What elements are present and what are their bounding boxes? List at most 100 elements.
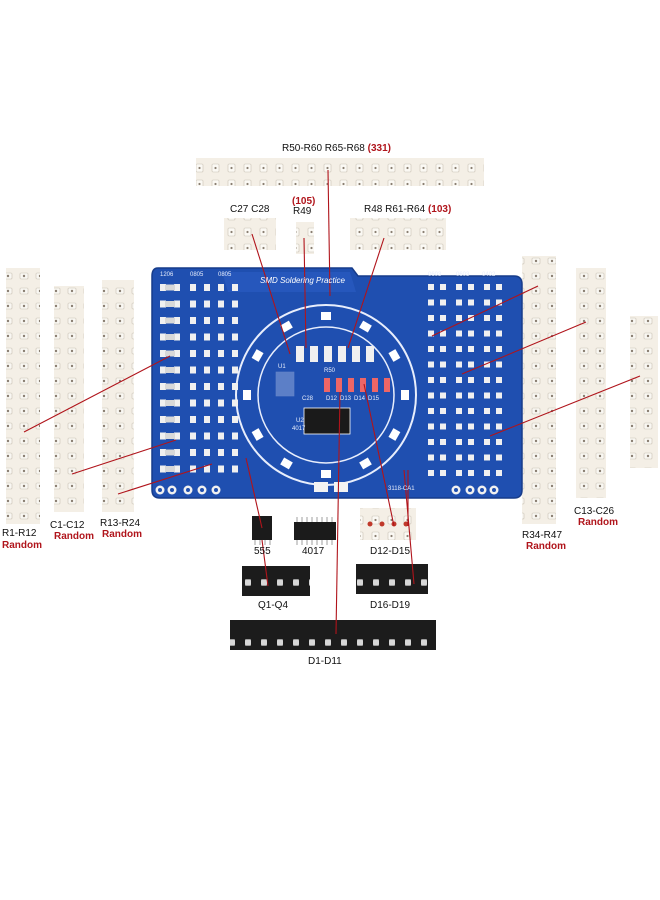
smd-pad-pair <box>428 408 446 414</box>
r13-r24-tape <box>102 280 134 512</box>
c1-c12-tape <box>54 286 84 512</box>
smd-pad-pair <box>456 330 474 337</box>
smd-pad-pair <box>484 423 502 430</box>
smd-pad-pair <box>218 416 238 423</box>
ic-pin <box>326 517 328 522</box>
pcb-c28: C28 <box>302 396 314 402</box>
top-tape-strip <box>196 158 484 186</box>
header-pin-hole <box>489 485 499 495</box>
r1-r12-tape <box>6 268 40 524</box>
smd-pad-pair <box>428 299 446 306</box>
ic-pin <box>331 517 333 522</box>
c13-c26-tape <box>576 268 606 498</box>
smd-pad-pair <box>428 377 446 383</box>
smd-pad-pair <box>190 317 210 324</box>
smd-pad-pair <box>484 330 502 337</box>
ic-pin <box>259 540 261 545</box>
center-pad <box>324 346 332 362</box>
smd-pad-pair <box>160 399 180 407</box>
pcb-board <box>151 267 523 499</box>
smd-pad-pair <box>160 449 180 456</box>
smd-pad-pair <box>456 346 474 352</box>
ic-555-label: 555 <box>254 546 271 557</box>
ic-pin <box>296 540 298 545</box>
smd-pad-pair <box>484 346 502 352</box>
ic-555-footprint <box>275 371 295 397</box>
smd-pad-pair <box>190 465 210 473</box>
center-led-pad <box>348 378 354 392</box>
smd-pad-pair <box>484 470 502 476</box>
ic-pin <box>306 517 308 522</box>
smd-pad-pair <box>218 333 238 341</box>
center-pad <box>338 346 346 362</box>
pcb-r50: R50 <box>324 368 336 374</box>
smd-pad-pair <box>484 299 502 306</box>
ic-pin <box>311 517 313 522</box>
r49-tape <box>296 222 314 254</box>
smd-pad-pair <box>190 399 210 407</box>
smd-pad-pair <box>160 350 180 357</box>
smd-pad-pair <box>428 284 446 290</box>
ic-4017-chip <box>294 517 336 545</box>
r48-tape <box>350 218 446 250</box>
ic-pin <box>296 517 298 522</box>
smd-pad-pair <box>484 408 502 414</box>
pcb-u2: U2 <box>296 418 304 424</box>
q1-q4-tape <box>242 566 310 596</box>
pcb-size-0603-b: 0603 <box>456 272 470 278</box>
ring-led-pad <box>388 428 401 441</box>
header-pin-hole <box>197 485 207 495</box>
smd-pad-pair <box>428 470 446 476</box>
smd-pad-pair <box>484 284 502 290</box>
ic-pin <box>326 540 328 545</box>
pcb-u1: U1 <box>278 364 286 370</box>
smd-pad-pair <box>218 383 238 390</box>
ring-led-pad <box>280 320 293 333</box>
smd-pad-pair <box>218 399 238 407</box>
smd-pad-pair <box>456 299 474 306</box>
ic-pin <box>264 540 266 545</box>
smd-pad-pair <box>456 454 474 461</box>
center-pad <box>366 346 374 362</box>
center-led-pad <box>336 378 342 392</box>
ring-led-pad <box>321 470 331 478</box>
header-pin-hole <box>155 485 165 495</box>
smd-pad-pair <box>456 361 474 368</box>
led-dot <box>367 521 373 527</box>
c13-c26-random: Random <box>578 517 618 528</box>
smd-pad-pair <box>456 284 474 290</box>
led-dot <box>403 521 409 527</box>
ring-led-pad <box>251 349 264 362</box>
ic-pin <box>316 540 318 545</box>
r13-r24-random: Random <box>102 529 142 540</box>
pcb-title: SMD Soldering Practice <box>260 276 345 285</box>
smd-pad-pair <box>428 315 446 321</box>
smd-pad-pair <box>190 333 210 341</box>
r48-group-label: R48 R61-R64 (103) <box>364 204 452 215</box>
ring-led-pad <box>359 457 372 470</box>
header-pin-hole <box>451 485 461 495</box>
smd-pad-pair <box>160 317 180 324</box>
smd-pad-pair <box>218 300 238 308</box>
smd-pad-pair <box>190 416 210 423</box>
smd-pad-pair <box>456 423 474 430</box>
d12-d15-label: D12-D15 <box>370 546 411 557</box>
r1-r12-random: Random <box>2 540 42 551</box>
smd-pad-pair <box>218 366 238 374</box>
smd-pad-pair <box>190 300 210 308</box>
smd-pad-pair <box>484 377 502 383</box>
smd-pad-pair <box>428 346 446 352</box>
top-strip-label: R50-R60 R65-R68 (331) <box>282 143 391 154</box>
d1-d11-label: D1-D11 <box>308 656 342 667</box>
smd-pad-pair <box>218 317 238 324</box>
smd-pad-pair <box>428 392 446 399</box>
smd-pad-pair <box>218 350 238 357</box>
smd-pad-pair <box>428 423 446 430</box>
smd-pad-pair <box>456 408 474 414</box>
ring-led-pad <box>359 320 372 333</box>
smd-pad-pair <box>160 465 180 473</box>
header-pin-hole <box>211 485 221 495</box>
ic-4017-footprint <box>303 407 351 435</box>
r13-r24-label: R13-R24 <box>100 518 141 529</box>
